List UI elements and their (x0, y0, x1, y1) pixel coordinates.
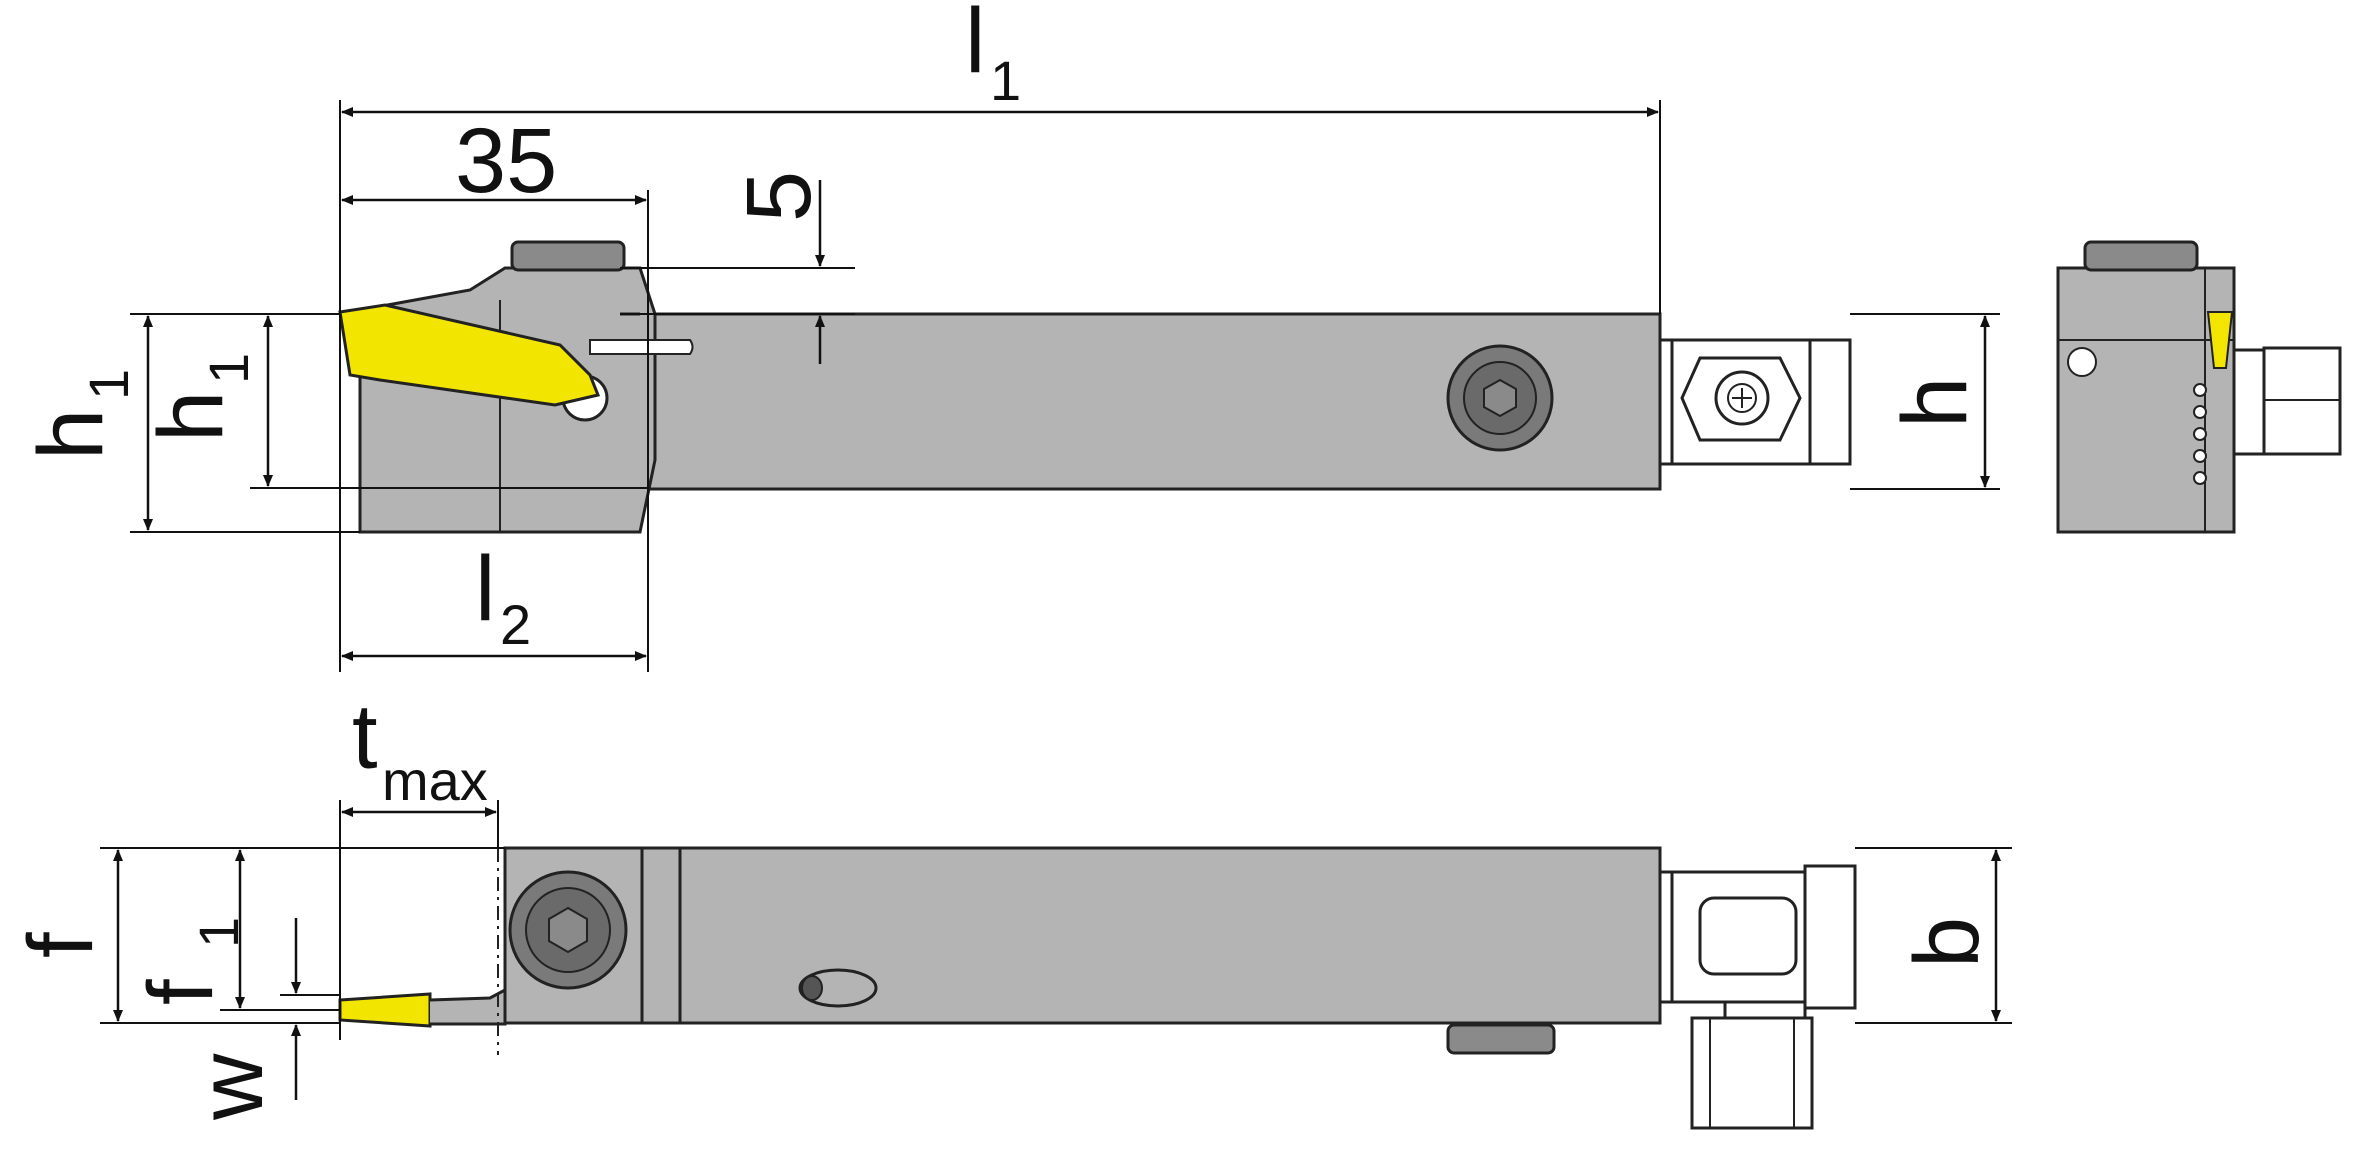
top-dimensions (100, 800, 2012, 1100)
label-h1-inner: h (140, 391, 242, 442)
label-tmax-subscript: max (382, 749, 488, 812)
label-l1-subscript: 1 (990, 49, 1021, 112)
label-l2: l (475, 538, 495, 640)
side-dimensions (130, 100, 2000, 672)
top-bottom-clamp (1446, 1023, 1556, 1055)
label-l2-subscript: 2 (500, 593, 531, 656)
label-l1: l (965, 0, 985, 92)
label-f: f (10, 932, 112, 958)
label-h: h (1884, 377, 1986, 428)
end-view-body (2056, 266, 2236, 534)
top-screw (508, 870, 628, 990)
side-labels: l 1 35 5 h 1 h 1 h l 2 (20, 0, 1986, 656)
top-clamp (510, 240, 626, 272)
label-h1-outer-subscript: 1 (77, 369, 140, 400)
top-insert (338, 992, 432, 1028)
side-view (338, 240, 1852, 534)
grooving-insert (338, 303, 601, 407)
label-w: w (180, 1053, 282, 1121)
top-view (338, 846, 1857, 1130)
label-35: 35 (455, 110, 557, 212)
end-view-insert (2206, 311, 2234, 369)
label-h1-inner-subscript: 1 (197, 353, 260, 384)
label-f1-subscript: 1 (187, 917, 250, 948)
shank-screw (1446, 344, 1554, 452)
coolant-fitting-top (1658, 864, 1857, 1130)
top-shank (503, 846, 1662, 1025)
label-f1: f (130, 979, 232, 1005)
side-head (358, 266, 657, 534)
top-labels: t max f f 1 w b (10, 686, 1998, 1121)
label-tmax: t (352, 686, 378, 788)
label-h1-outer: h (20, 409, 122, 460)
label-b: b (1896, 917, 1998, 968)
end-view (2056, 240, 2342, 534)
end-view-clamp (2083, 240, 2199, 272)
coolant-fitting-side (1658, 338, 1852, 466)
label-5: 5 (728, 171, 830, 222)
clamp-slot (589, 339, 694, 355)
